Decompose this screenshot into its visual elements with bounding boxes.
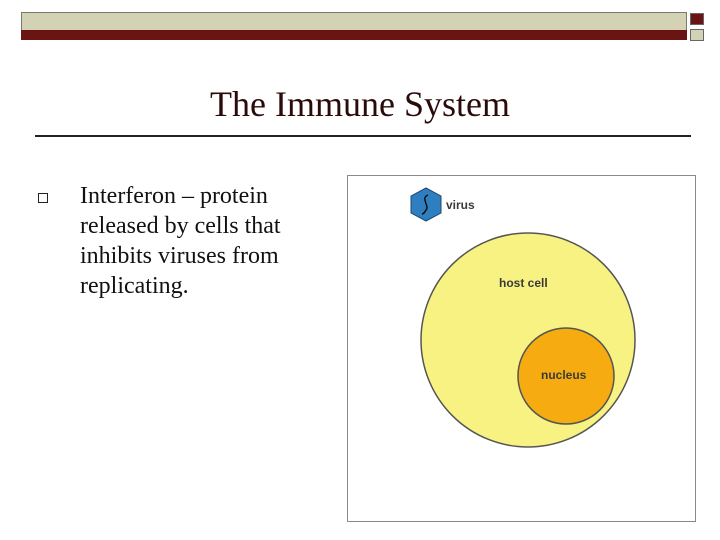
header-stripe (21, 30, 687, 40)
corner-square-dark (690, 13, 704, 25)
nucleus-label: nucleus (541, 368, 587, 382)
title-divider (35, 135, 691, 137)
virus-strand-icon (421, 194, 429, 215)
host-cell-label: host cell (499, 276, 548, 290)
square-bullet-icon (38, 193, 48, 203)
bullet-text: Interferon – protein released by cells t… (80, 183, 281, 299)
virus-cell-diagram: virus host cell nucleus (347, 175, 696, 522)
slide-title: The Immune System (210, 84, 510, 124)
nucleus-shape (517, 327, 615, 425)
diagram-svg: virus host cell nucleus (410, 187, 636, 448)
host-cell-shape (420, 232, 636, 448)
corner-square-light (690, 29, 704, 41)
virus-label: virus (446, 198, 475, 212)
